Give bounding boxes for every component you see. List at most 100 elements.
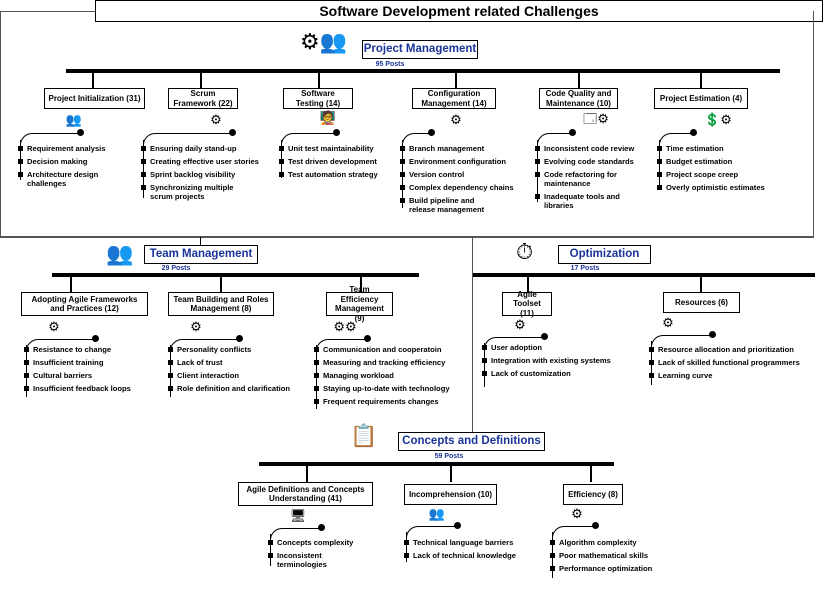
list-item: Branch management bbox=[400, 144, 534, 153]
item-line bbox=[659, 140, 661, 190]
connector bbox=[455, 71, 457, 88]
connector bbox=[92, 71, 94, 88]
list-item: Learning curve bbox=[649, 371, 827, 380]
concepts-bar bbox=[259, 462, 614, 466]
connector-arc bbox=[143, 133, 233, 145]
list-item: Performance optimization bbox=[550, 564, 690, 573]
list-item: Measuring and tracking efficiency bbox=[314, 358, 469, 367]
list-item: Cultural barriers bbox=[24, 371, 164, 380]
list-item: Technical language barriers bbox=[404, 538, 544, 547]
list-item: Insufficient training bbox=[24, 358, 164, 367]
item-line bbox=[537, 140, 539, 202]
list-item: Version control bbox=[400, 170, 534, 179]
item-line bbox=[270, 534, 272, 566]
list-item: Integration with existing systems bbox=[482, 356, 642, 365]
connector bbox=[590, 464, 592, 482]
connector bbox=[700, 275, 702, 292]
team-building-items: Personality conflicts Lack of trust Clie… bbox=[168, 345, 313, 397]
optimization-posts: 17 Posts bbox=[570, 265, 600, 272]
list-item: Managing workload bbox=[314, 371, 469, 380]
list-item: Role definition and clarification bbox=[168, 384, 313, 393]
list-item: Evolving code standards bbox=[535, 157, 653, 166]
category-adopting-agile: Adopting Agile Frameworks and Practices … bbox=[21, 292, 148, 316]
team-management-line bbox=[0, 237, 814, 238]
category-agile-definitions: Agile Definitions and Concepts Understan… bbox=[238, 482, 373, 506]
list-item: Insufficient feedback loops bbox=[24, 384, 164, 393]
list-item: Ensuring daily stand-up bbox=[141, 144, 281, 153]
list-item: Lack of skilled functional programmers bbox=[649, 358, 827, 367]
connector-arc bbox=[537, 133, 573, 145]
category-team-building: Team Building and Roles Management (8) bbox=[168, 292, 274, 316]
software-testing-items: Unit test maintainability Test driven de… bbox=[279, 144, 397, 183]
connector-arc bbox=[20, 133, 80, 145]
people-gear-icon: ⚙ bbox=[190, 319, 202, 334]
connector-dot bbox=[333, 129, 340, 136]
connector-arc bbox=[552, 526, 596, 538]
connector bbox=[318, 71, 320, 88]
item-line bbox=[170, 345, 172, 397]
list-item: Requirement analysis bbox=[18, 144, 136, 153]
list-item: Code refactoring for maintenance bbox=[535, 170, 636, 188]
connector-dot bbox=[428, 129, 435, 136]
connector bbox=[306, 464, 308, 482]
list-item: Test driven development bbox=[279, 157, 397, 166]
project-estimation-items: Time estimation Budget estimation Projec… bbox=[657, 144, 807, 196]
connector-dot bbox=[364, 335, 371, 342]
list-item: Creating effective user stories bbox=[141, 157, 281, 166]
category-code-quality: Code Quality and Maintenance (10) bbox=[539, 88, 618, 109]
list-item: Communication and cooperatoin bbox=[314, 345, 469, 354]
incomprehension-items: Technical language barriers Lack of tech… bbox=[404, 538, 544, 564]
list-item: Budget estimation bbox=[657, 157, 807, 166]
team-efficiency-items: Communication and cooperatoin Measuring … bbox=[314, 345, 469, 410]
team-build-icon: 👥 bbox=[106, 241, 134, 266]
category-efficiency: Efficiency (8) bbox=[563, 484, 623, 505]
category-team-efficiency: Team Efficiency Management (9) bbox=[326, 285, 393, 323]
list-item: Resistance to change bbox=[24, 345, 164, 354]
item-line bbox=[26, 345, 28, 397]
efficiency-items: Algorithm complexity Poor mathematical s… bbox=[550, 538, 690, 577]
list-item: Architecture design challenges bbox=[18, 170, 109, 188]
team-management-posts: 29 Posts bbox=[161, 265, 191, 272]
list-item: Build pipeline and release management bbox=[400, 196, 501, 214]
agile-definitions-items: Concepts complexity Inconsistent termino… bbox=[268, 538, 388, 573]
list-item: Project scope creep bbox=[657, 170, 807, 179]
chart-gear-icon: ⚙ bbox=[571, 506, 583, 521]
team-gears-icon: ⚙👥 bbox=[300, 29, 348, 54]
list-item: Time estimation bbox=[657, 144, 807, 153]
list-item: Inconsistent terminologies bbox=[268, 551, 345, 569]
connector-dot bbox=[318, 524, 325, 531]
frame-connector bbox=[472, 237, 473, 432]
meeting-icon: 🖥 bbox=[289, 508, 307, 523]
list-item: Inadequate tools and libraries bbox=[535, 192, 636, 210]
list-item: Algorithm complexity bbox=[550, 538, 690, 547]
connector-dot bbox=[541, 333, 548, 340]
brain-gear-icon: ⚙ bbox=[48, 319, 60, 334]
connector-dot bbox=[709, 331, 716, 338]
connector-dot bbox=[236, 335, 243, 342]
connector-dot bbox=[454, 522, 461, 529]
category-resources: Resources (6) bbox=[663, 292, 740, 313]
list-item: Overly optimistic estimates bbox=[657, 183, 807, 192]
connector-arc bbox=[406, 526, 458, 538]
item-line bbox=[143, 140, 145, 198]
list-item: Inconsistent code review bbox=[535, 144, 653, 153]
connector-arc bbox=[659, 133, 695, 145]
connector-dot bbox=[690, 129, 697, 136]
list-item: Personality conflicts bbox=[168, 345, 313, 354]
list-item: Decision making bbox=[18, 157, 136, 166]
project-management-bar bbox=[66, 69, 780, 73]
connector-dot bbox=[229, 129, 236, 136]
connector bbox=[450, 464, 452, 482]
adopting-agile-items: Resistance to change Insufficient traini… bbox=[24, 345, 164, 397]
code-quality-items: Inconsistent code review Evolving code s… bbox=[535, 144, 653, 214]
project-management-posts: 95 Posts bbox=[375, 61, 405, 68]
item-line bbox=[484, 343, 486, 387]
list-item: Frequent requirements changes bbox=[314, 397, 469, 406]
timer-chart-icon: ⏱ bbox=[516, 239, 534, 264]
connector bbox=[360, 275, 362, 292]
people-icon: 👥 bbox=[65, 112, 83, 127]
list-item: Synchronizing multiple scrum projects bbox=[141, 183, 258, 201]
connector bbox=[578, 71, 580, 88]
team-management-bar bbox=[52, 273, 419, 277]
concepts-posts: 59 Posts bbox=[434, 453, 464, 460]
